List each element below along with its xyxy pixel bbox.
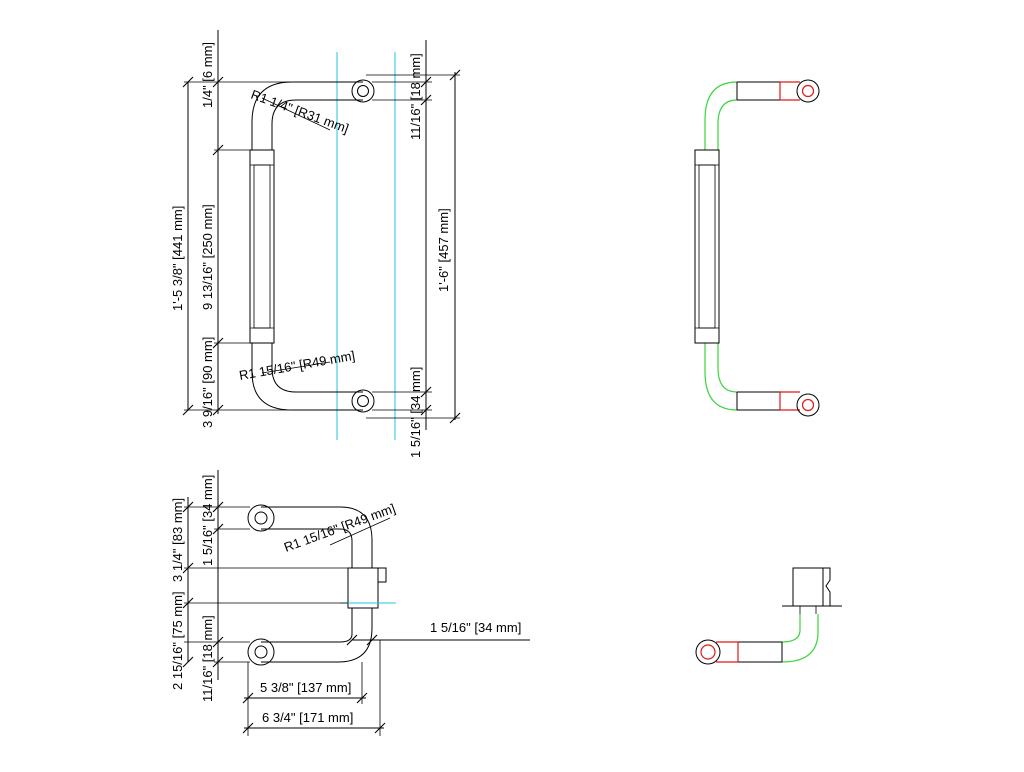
- front-view-colored: [694, 79, 820, 417]
- dim-projection-outer: 6 3/4" [171 mm]: [262, 710, 353, 725]
- side-top-eye: [247, 504, 275, 532]
- dim-projection-inner: 5 3/8" [137 mm]: [260, 680, 351, 695]
- colored-top-eye: [796, 79, 820, 103]
- colored-mount: [792, 567, 824, 607]
- front-view: 1/4" [6 mm] 1'-5 3/8" [441 mm] 9 13/16" …: [170, 30, 461, 458]
- colored-bottom-eye: [796, 393, 820, 417]
- top-eye: [351, 79, 375, 103]
- colored-side-eye: [695, 639, 721, 665]
- handle-outline: [251, 81, 363, 411]
- colored-grip: [694, 149, 720, 344]
- grip-body: [249, 149, 275, 344]
- dim-bend-radius-bottom: R1 15/16" [R49 mm]: [238, 348, 356, 383]
- side-bottom-eye: [247, 638, 275, 666]
- dim-bottom-eye: 11/16" [18 mm]: [200, 615, 215, 702]
- bend-bottom: [704, 343, 738, 411]
- dim-side-bend-radius: R1 15/16" [R49 mm]: [282, 501, 397, 555]
- colored-side-bend: [781, 614, 819, 663]
- side-view-colored: [695, 567, 842, 665]
- dim-tube-diameter: 1 5/16" [34 mm]: [430, 620, 521, 635]
- bend-top: [704, 81, 738, 150]
- straight-bottom: [779, 391, 800, 411]
- dim-eye-top: 11/16" [18 mm]: [408, 53, 423, 140]
- dim-top-offset: 1/4" [6 mm]: [200, 42, 215, 108]
- dim-eye-diameter: 1 5/16" [34 mm]: [200, 475, 215, 566]
- colored-side-straight: [716, 641, 739, 663]
- dim-lower-bend: 3 9/16" [90 mm]: [200, 337, 215, 428]
- grip-inner: [253, 164, 271, 329]
- mount-section: [347, 567, 379, 609]
- dim-total-height: 1'-6" [457 mm]: [436, 208, 451, 292]
- dim-side-width: 2 15/16" [75 mm]: [170, 591, 185, 690]
- dim-overall-height: 1'-5 3/8" [441 mm]: [170, 206, 185, 311]
- dim-top-width: 3 1/4" [83 mm]: [170, 498, 185, 582]
- side-view: 1 5/16" [34 mm] 3 1/4" [83 mm] 2 15/16" …: [170, 470, 530, 736]
- straight-top: [779, 81, 800, 101]
- dim-eye-bottom: 1 5/16" [34 mm]: [408, 367, 423, 458]
- bottom-eye: [351, 389, 375, 413]
- dim-bend-radius-top: R1 1/4" [R31 mm]: [249, 87, 351, 136]
- dim-grip-length: 9 13/16" [250 mm]: [200, 204, 215, 310]
